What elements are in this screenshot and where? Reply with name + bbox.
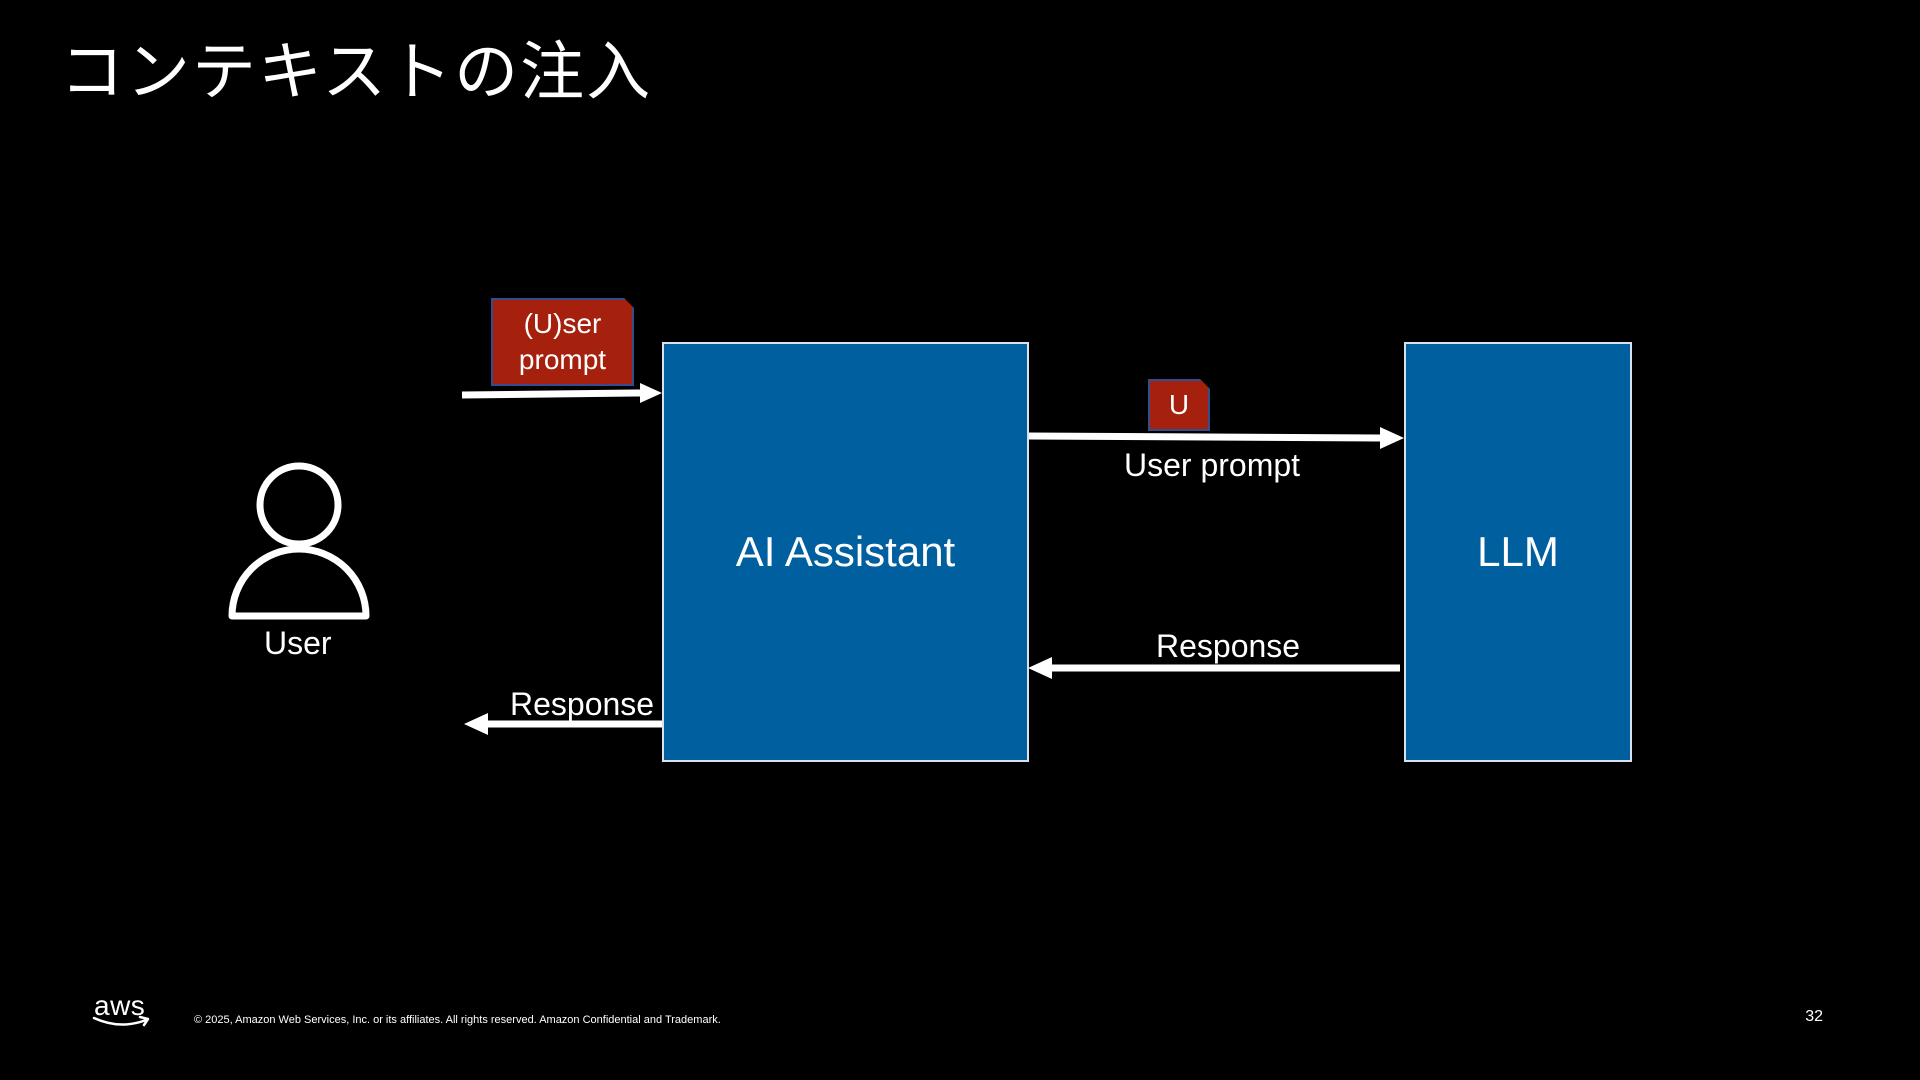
- user-prompt-tag-line1: (U)ser: [523, 307, 602, 339]
- ai-assistant-label: AI Assistant: [735, 528, 956, 575]
- user-prompt-tag-line2: prompt: [518, 344, 607, 375]
- edge-label-user-prompt: User prompt: [1124, 447, 1301, 483]
- aws-logo: aws: [92, 992, 156, 1036]
- arrow-user-to-assistant: [461, 383, 662, 403]
- user-prompt-tag: (U)ser prompt: [491, 298, 634, 386]
- slide-title: コンテキストの注入: [60, 36, 653, 110]
- aws-logo-wordmark: aws: [94, 990, 146, 1021]
- arrow-assistant-to-llm: [1027, 427, 1404, 449]
- llm-box: LLM: [1404, 342, 1632, 762]
- arrow-llm-to-assistant: [1028, 657, 1400, 679]
- user-icon: [228, 462, 370, 620]
- aws-smile-icon: [92, 1015, 150, 1027]
- page-number: 32: [1805, 1008, 1823, 1025]
- arrow-assistant-to-user: [464, 713, 662, 735]
- edge-label-response-to-user: Response: [510, 686, 655, 722]
- user-label: User: [264, 625, 332, 661]
- u-tag: U: [1148, 379, 1210, 431]
- edge-label-response-from-llm: Response: [1156, 628, 1301, 664]
- llm-label: LLM: [1477, 528, 1559, 575]
- copyright-notice: © 2025, Amazon Web Services, Inc. or its…: [194, 1014, 721, 1026]
- u-tag-label: U: [1168, 389, 1190, 420]
- ai-assistant-box: AI Assistant: [662, 342, 1029, 762]
